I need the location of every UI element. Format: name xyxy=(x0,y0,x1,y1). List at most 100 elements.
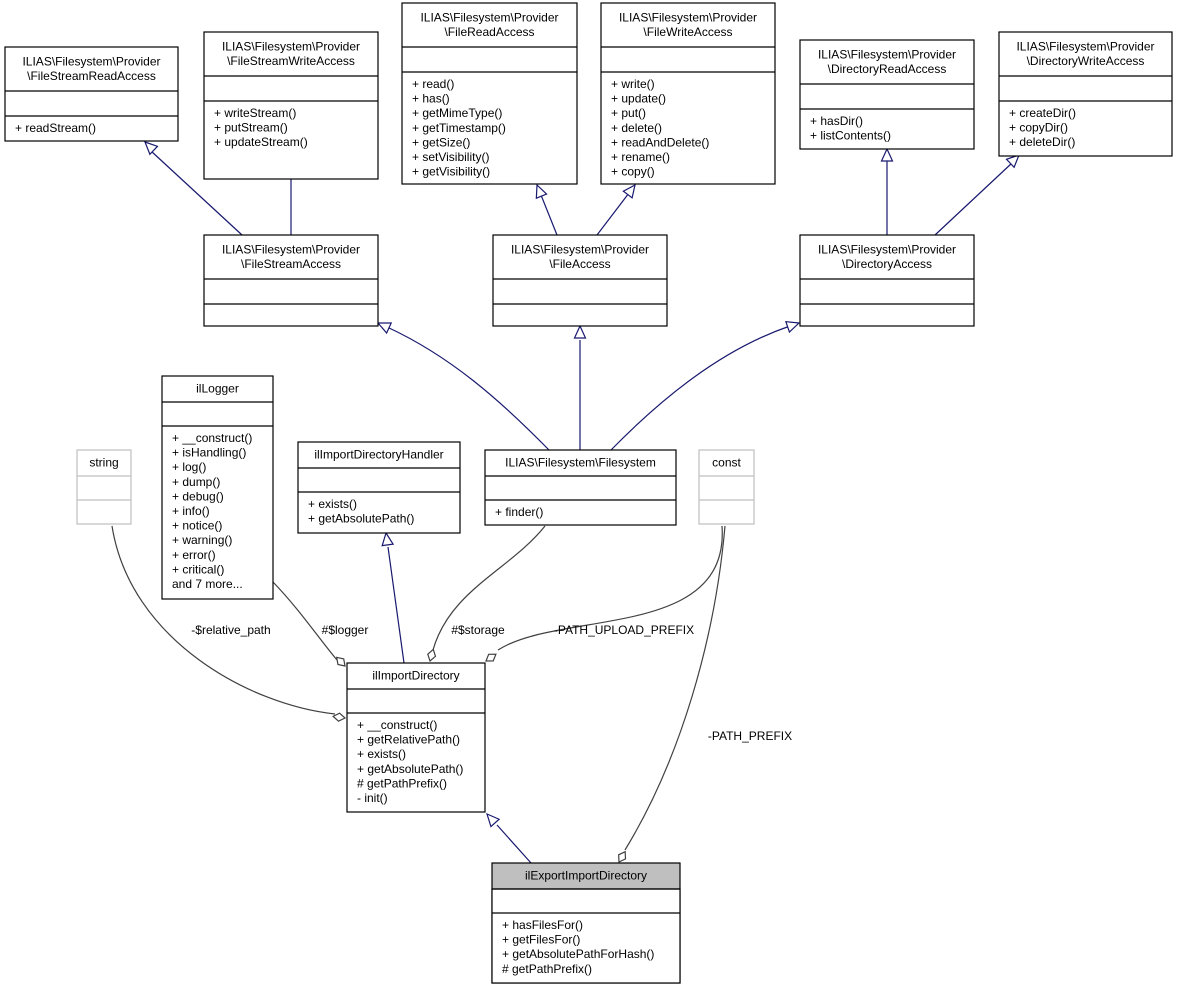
class-il-import-directory[interactable]: ilImportDirectory+ __construct()+ getRel… xyxy=(346,662,486,813)
class-title: \DirectoryAccess xyxy=(842,257,932,271)
inheritance-line xyxy=(496,824,532,864)
class-method: + readStream() xyxy=(15,121,96,135)
edge-labels: -$relative_path #$logger #$storage -PATH_UP… xyxy=(191,623,792,743)
association-label: #$logger xyxy=(322,623,369,637)
class-method: + getSize() xyxy=(412,135,470,149)
class-title: ilImportDirectoryHandler xyxy=(314,448,443,462)
class-nodes: ILIAS\Filesystem\Provider\FileStreamRead… xyxy=(4,2,1173,984)
inheritance-edge xyxy=(573,324,587,450)
aggregation-diamond xyxy=(335,656,346,667)
association-edge xyxy=(618,525,726,863)
class-method: + notice() xyxy=(172,519,222,533)
association-line xyxy=(272,581,338,661)
aggregation-diamond xyxy=(618,850,627,863)
class-file-stream-write-access[interactable]: ILIAS\Filesystem\Provider\FileStreamWrit… xyxy=(203,31,379,180)
class-string[interactable]: string xyxy=(76,449,132,525)
class-box xyxy=(76,449,132,525)
class-method: and 7 more... xyxy=(172,577,243,591)
class-method: + write() xyxy=(611,77,655,91)
inheritance-edge xyxy=(934,154,1021,236)
association-label: -PATH_PREFIX xyxy=(708,729,792,743)
class-title: \FileAccess xyxy=(549,257,610,271)
class-method: + copy() xyxy=(611,165,655,179)
class-title: string xyxy=(89,456,118,470)
class-title: ilLogger xyxy=(196,382,239,396)
class-const[interactable]: const xyxy=(698,449,755,525)
class-method: + error() xyxy=(172,548,216,562)
association-line xyxy=(624,525,726,851)
class-method: + getMimeType() xyxy=(412,106,502,120)
class-method: + update() xyxy=(611,92,666,106)
class-method: + putStream() xyxy=(214,121,288,135)
class-file-access[interactable]: ILIAS\Filesystem\Provider\FileAccess xyxy=(492,234,668,327)
inheritance-line xyxy=(150,150,243,236)
association-label: -PATH_UPLOAD_PREFIX xyxy=(554,623,694,637)
class-il-export-import-directory[interactable]: ilExportImportDirectory+ hasFilesFor()+ … xyxy=(491,862,681,984)
class-box xyxy=(161,375,274,600)
association-label: -$relative_path xyxy=(191,623,270,637)
class-il-import-directory-handler[interactable]: ilImportDirectoryHandler+ exists()+ getA… xyxy=(297,441,461,534)
inheritance-edge xyxy=(610,320,801,451)
class-title: const xyxy=(712,456,741,470)
class-box xyxy=(297,441,461,534)
class-method: + hasDir() xyxy=(810,114,863,128)
inheritance-arrowhead xyxy=(381,531,395,547)
inheritance-edge xyxy=(486,812,532,864)
class-box xyxy=(698,449,755,525)
class-method: # getPathPrefix() xyxy=(502,962,592,976)
class-box xyxy=(4,46,179,142)
inheritance-arrowhead xyxy=(622,183,636,199)
class-box xyxy=(799,39,975,150)
inheritance-arrowhead xyxy=(784,320,801,334)
class-title: ILIAS\Filesystem\Provider xyxy=(420,10,558,24)
class-method: + rename() xyxy=(611,150,670,164)
inheritance-edge xyxy=(376,322,550,451)
class-box xyxy=(600,2,776,185)
class-method: + critical() xyxy=(172,562,224,576)
class-title: ILIAS\Filesystem\Provider xyxy=(1016,39,1154,53)
class-box xyxy=(401,2,578,185)
class-method: + getRelativePath() xyxy=(357,733,460,747)
class-method: + updateStream() xyxy=(214,135,308,149)
class-method: + dump() xyxy=(172,475,220,489)
class-method: + delete() xyxy=(611,121,662,135)
class-method: + __construct() xyxy=(172,431,252,445)
class-title: ILIAS\Filesystem\Provider xyxy=(619,10,757,24)
class-method: + deleteDir() xyxy=(1009,135,1075,149)
class-title: ILIAS\Filesystem\Provider xyxy=(22,54,160,68)
class-directory-access[interactable]: ILIAS\Filesystem\Provider\DirectoryAcces… xyxy=(799,234,975,327)
inheritance-edge xyxy=(880,147,894,235)
class-box xyxy=(492,234,668,327)
class-file-stream-read-access[interactable]: ILIAS\Filesystem\Provider\FileStreamRead… xyxy=(4,46,179,142)
class-title: \DirectoryReadAccess xyxy=(828,62,947,76)
inheritance-arrowhead xyxy=(486,812,501,828)
class-method: + getAbsolutePath() xyxy=(308,512,414,526)
class-title: ilExportImportDirectory xyxy=(525,869,647,883)
class-directory-read-access[interactable]: ILIAS\Filesystem\Provider\DirectoryReadA… xyxy=(799,39,975,150)
class-directory-write-access[interactable]: ILIAS\Filesystem\Provider\DirectoryWrite… xyxy=(998,31,1173,157)
class-title: \FileStreamAccess xyxy=(241,257,341,271)
class-filesystem[interactable]: ILIAS\Filesystem\Filesystem+ finder() xyxy=(484,449,677,526)
association-label: #$storage xyxy=(451,623,505,637)
inheritance-arrowhead xyxy=(143,141,159,156)
class-file-stream-access[interactable]: ILIAS\Filesystem\Provider\FileStreamAcce… xyxy=(203,234,379,327)
class-title: ILIAS\Filesystem\Provider xyxy=(222,39,360,53)
class-file-write-access[interactable]: ILIAS\Filesystem\Provider\FileWriteAcces… xyxy=(600,2,776,185)
class-method: + log() xyxy=(172,460,206,474)
association-line xyxy=(497,525,723,651)
association-edge xyxy=(111,525,347,722)
class-title: ILIAS\Filesystem\Provider xyxy=(511,242,649,256)
class-method: + debug() xyxy=(172,489,224,503)
class-title: \FileWriteAccess xyxy=(643,25,732,39)
class-box xyxy=(998,31,1173,157)
inheritance-edge xyxy=(143,141,243,236)
class-method: + copyDir() xyxy=(1009,121,1068,135)
class-il-logger[interactable]: ilLogger+ __construct()+ isHandling()+ l… xyxy=(161,375,274,600)
class-body xyxy=(491,888,681,984)
class-file-read-access[interactable]: ILIAS\Filesystem\Provider\FileReadAccess… xyxy=(401,2,578,185)
class-box xyxy=(799,234,975,327)
class-method: + hasFilesFor() xyxy=(502,918,583,932)
association-edge xyxy=(427,525,546,663)
class-method: # getPathPrefix() xyxy=(357,776,447,790)
inheritance-arrowhead xyxy=(573,324,587,339)
